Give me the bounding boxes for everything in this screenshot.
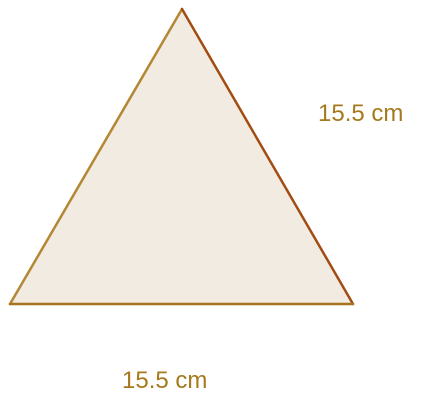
base-length-label: 15.5 cm bbox=[122, 367, 208, 394]
right-side-length-label: 15.5 cm bbox=[318, 100, 404, 127]
triangle-left-side bbox=[8, 7, 184, 306]
triangle-fill bbox=[10, 9, 353, 304]
triangle-right-side bbox=[180, 7, 355, 306]
